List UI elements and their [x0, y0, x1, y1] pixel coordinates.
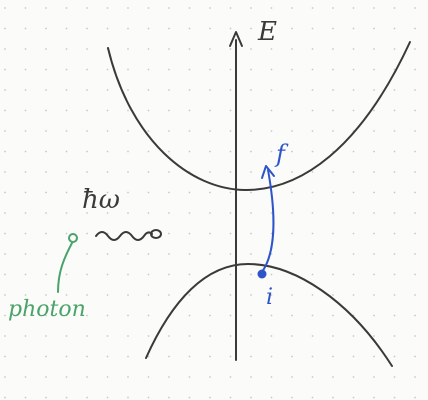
- photon-label: photon: [8, 297, 86, 322]
- photon-pointer-dot: [68, 233, 78, 243]
- photon-energy-label: ħω: [82, 185, 120, 215]
- initial-state-dot: [257, 269, 267, 279]
- axis-arrowhead: [229, 31, 243, 47]
- photon-wave-end: [150, 229, 162, 239]
- valence-band-curve: [145, 262, 393, 367]
- photon-wave: [95, 231, 153, 241]
- initial-state-label: i: [266, 285, 273, 310]
- transition-arrowhead: [261, 165, 275, 179]
- transition-arrow: [261, 169, 275, 273]
- axis-label: E: [257, 17, 277, 47]
- conduction-band-curve: [107, 41, 411, 192]
- photon-pointer-line: [57, 242, 73, 293]
